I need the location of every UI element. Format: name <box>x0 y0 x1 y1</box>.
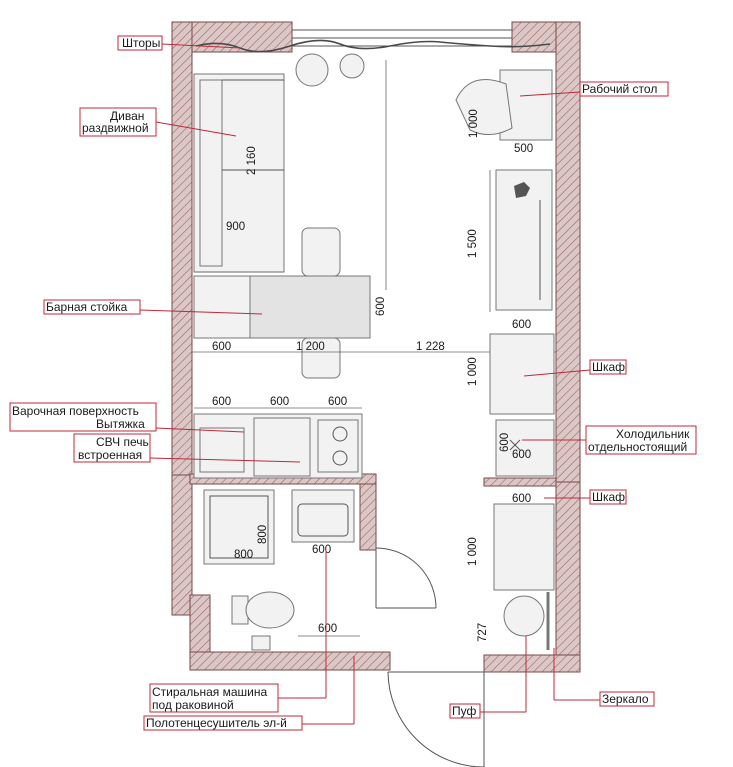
closet-entry <box>493 503 555 591</box>
toilet <box>231 591 295 629</box>
label-desk: Рабочий стол <box>519 81 669 97</box>
label-sofa-line1: Диван <box>110 109 144 123</box>
label-mirror-text: Зеркало <box>602 692 649 706</box>
dim-sofa-length: 2 160 <box>246 146 258 175</box>
side-table <box>295 53 329 87</box>
label-fridge: Холодильник отдельностоящий <box>522 425 697 455</box>
kitchen-counter <box>193 413 363 479</box>
label-pouf-text: Пуф <box>452 704 476 718</box>
bar-counter <box>249 275 371 339</box>
label-fridge-line1: Холодильник <box>616 427 690 441</box>
wall-left-bath <box>171 474 193 616</box>
wall-left <box>171 21 193 483</box>
label-bar-text: Барная стойка <box>46 300 128 314</box>
label-curtains-text: Шторы <box>122 36 160 50</box>
dim-desk-h: 1 000 <box>468 109 480 138</box>
label-closet-entry: Шкаф <box>544 489 627 505</box>
dim-kitchen-b: 600 <box>270 396 289 408</box>
dim-row-600: 600 <box>212 341 231 353</box>
dim-sofa-width: 900 <box>226 221 245 233</box>
sink <box>291 489 355 543</box>
dim-closet2-h: 1 000 <box>467 537 479 566</box>
label-washer-line2: под раковиной <box>152 698 234 712</box>
dim-wardrobe-h: 1 500 <box>467 229 479 258</box>
dim-shower-h: 800 <box>257 525 269 544</box>
bathroom-door <box>375 547 437 609</box>
label-washer: Стиральная машина под раковиной <box>149 550 327 713</box>
wall-bath-bottom <box>189 651 391 671</box>
label-bar: Барная стойка <box>43 299 263 315</box>
dim-row-1200: 1 200 <box>296 341 325 353</box>
desk-chair <box>455 79 513 135</box>
sofa <box>193 73 285 273</box>
label-towel-dryer-text: Полотенцесушитель эл-й <box>146 716 287 730</box>
fridge <box>495 419 555 477</box>
label-sofa: Диван раздвижной <box>79 107 237 137</box>
wall-entry-right <box>483 654 581 673</box>
entrance-door <box>387 671 485 767</box>
label-fridge-line2: отдельностоящий <box>588 440 687 454</box>
dim-shower-w: 800 <box>234 549 253 561</box>
dim-bath-bottom: 600 <box>318 623 337 635</box>
label-desk-text: Рабочий стол <box>582 82 657 96</box>
dim-bar-depth: 600 <box>375 297 387 316</box>
label-hob-line2: Вытяжка <box>96 417 145 431</box>
wall-right <box>555 21 581 483</box>
dim-kitchen-a: 600 <box>212 396 231 408</box>
label-microwave-line1: СВЧ печь <box>96 435 149 449</box>
wall-closet-top <box>483 477 557 487</box>
dim-kitchen-c: 600 <box>328 396 347 408</box>
dim-pouf-h: 727 <box>477 623 489 642</box>
dim-desk-w: 500 <box>514 143 533 155</box>
window <box>195 29 551 53</box>
label-hob-line1: Варочная поверхность <box>12 404 139 418</box>
dim-closet-h: 1 000 <box>467 357 479 386</box>
label-microwave-line2: встроенная <box>78 448 142 462</box>
label-towel-dryer: Полотенцесушитель эл-й <box>143 656 355 731</box>
dim-row-1228: 1 228 <box>416 341 445 353</box>
dim-fridge-w: 600 <box>512 449 531 461</box>
label-wardrobe: Шкаф <box>523 359 627 377</box>
label-pouf: Пуф <box>449 636 527 719</box>
label-sofa-line2: раздвижной <box>82 121 149 135</box>
shower <box>203 489 275 565</box>
dim-sink-w: 600 <box>312 544 331 556</box>
pouf <box>503 595 545 637</box>
label-washer-line1: Стиральная машина <box>152 685 267 699</box>
label-closet-entry-text: Шкаф <box>592 490 625 504</box>
wall-bath-right <box>359 477 377 551</box>
wall-right-lower <box>555 481 581 673</box>
wardrobe <box>495 169 553 311</box>
label-microwave: СВЧ печь встроенная <box>73 433 301 463</box>
lamp <box>339 53 365 79</box>
label-hob: Варочная поверхность Вытяжка <box>9 402 245 433</box>
bar-stool-top <box>301 227 341 277</box>
dim-fridge-h: 600 <box>499 433 511 452</box>
dim-closet2-w: 600 <box>512 493 531 505</box>
label-wardrobe-text: Шкаф <box>592 360 625 374</box>
label-curtains: Шторы <box>117 35 241 51</box>
bin <box>251 635 271 651</box>
bar-left-block <box>193 275 251 339</box>
label-mirror: Зеркало <box>553 648 655 707</box>
dim-wardrobe-w: 600 <box>512 319 531 331</box>
